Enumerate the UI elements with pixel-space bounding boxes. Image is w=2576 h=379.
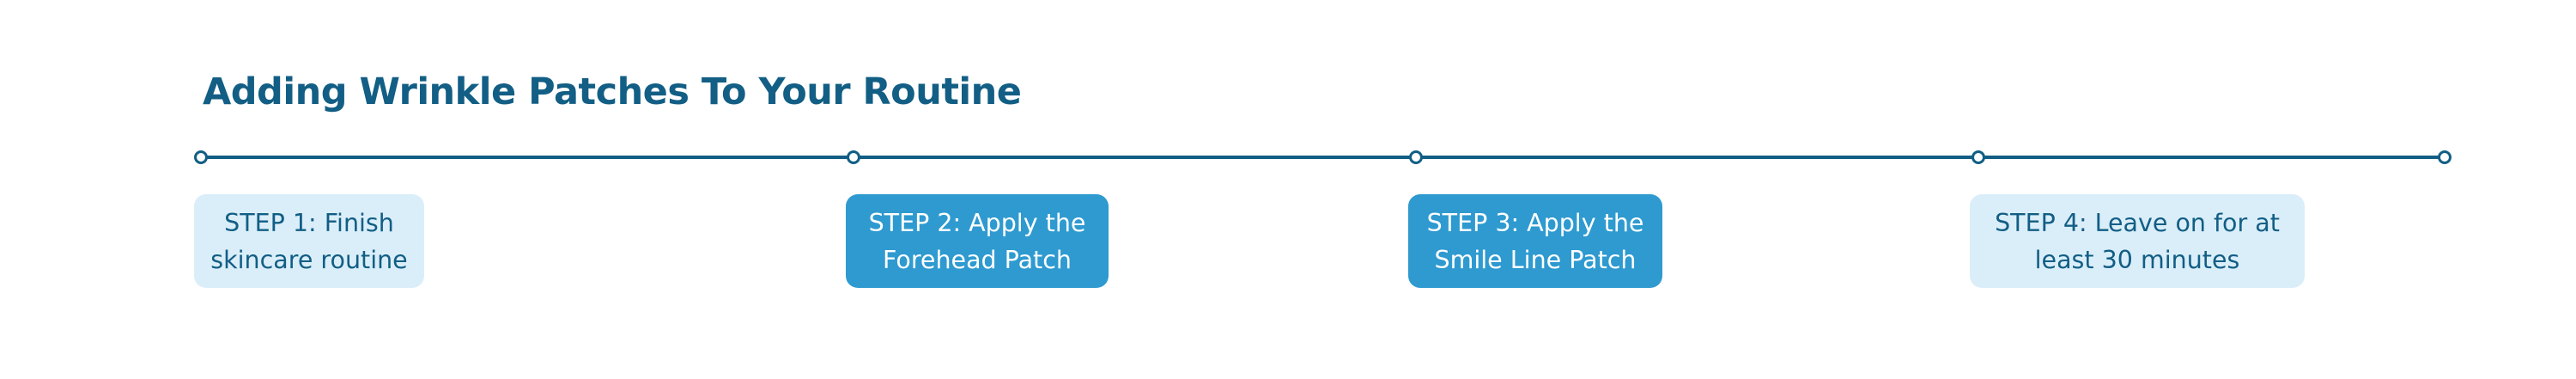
step-1-box: STEP 1: Finish skincare routine: [194, 194, 424, 288]
step-2-box: STEP 2: Apply the Forehead Patch: [846, 194, 1109, 288]
page-title: Adding Wrinkle Patches To Your Routine: [203, 70, 1022, 113]
timeline-line: [200, 156, 2445, 159]
timeline-node-step-3: [1409, 150, 1423, 164]
timeline-node-end: [2438, 150, 2451, 164]
timeline-node-step-4: [1971, 150, 1985, 164]
timeline-node-start: [194, 150, 208, 164]
timeline-node-step-2: [847, 150, 860, 164]
step-3-box: STEP 3: Apply the Smile Line Patch: [1408, 194, 1662, 288]
step-4-box: STEP 4: Leave on for at least 30 minutes: [1970, 194, 2305, 288]
